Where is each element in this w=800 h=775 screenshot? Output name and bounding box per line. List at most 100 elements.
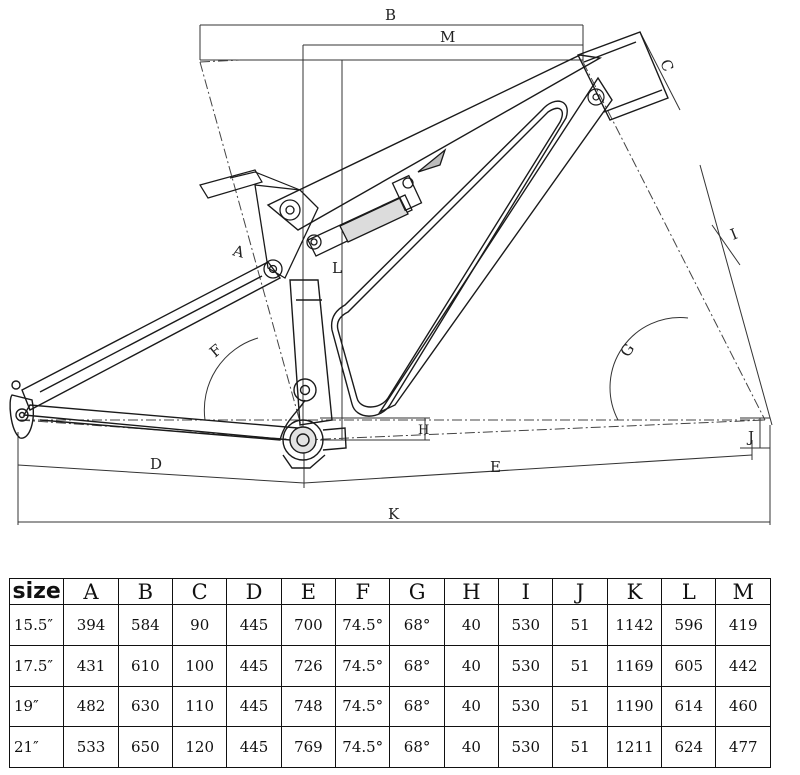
rear-triangle (9, 261, 317, 441)
column-header: A (63, 578, 119, 605)
construction-lines (19, 59, 766, 441)
table-cell: 460 (715, 685, 771, 728)
table-cell: 445 (226, 726, 282, 768)
table-cell: 431 (63, 644, 119, 687)
dimension-label-a: A (230, 241, 246, 261)
table-row: 19″ 482 630 110 445 748 74.5° 68° 40 530… (8, 685, 771, 728)
table-cell: 1169 (606, 644, 663, 687)
table-cell: 610 (117, 644, 174, 687)
table-cell: 530 (498, 604, 554, 646)
table-cell: 442 (715, 644, 771, 687)
table-cell: 120 (172, 726, 228, 768)
table-cell: 584 (117, 604, 174, 646)
table-cell: 530 (498, 644, 554, 687)
table-cell: 477 (715, 726, 771, 768)
column-header: J (552, 578, 608, 605)
table-cell: 614 (661, 685, 717, 728)
table-row: 17.5″ 431 610 100 445 726 74.5° 68° 40 5… (8, 644, 771, 687)
table-cell: 40 (443, 726, 500, 768)
table-cell: 51 (552, 644, 608, 687)
bottom-bracket (282, 419, 347, 469)
column-header: K (606, 578, 663, 605)
table-cell: 15.5″ (8, 604, 65, 646)
table-cell: 748 (280, 685, 337, 728)
table-cell: 21″ (8, 726, 65, 768)
dimension-label-b: B (385, 6, 396, 24)
table-cell: 700 (280, 604, 337, 646)
column-header: I (498, 578, 554, 605)
table-cell: 605 (661, 644, 717, 687)
table-cell: 40 (443, 604, 500, 646)
table-cell: 769 (280, 726, 337, 768)
column-header: L (661, 578, 717, 605)
column-header: E (280, 578, 337, 605)
table-cell: 68° (389, 726, 445, 768)
table-cell: 650 (117, 726, 174, 768)
dimension-label-e: E (490, 458, 501, 476)
column-header: F (335, 578, 391, 605)
table-cell: 51 (552, 604, 608, 646)
dimension-label-f: F (206, 341, 226, 361)
dimension-label-l: L (332, 259, 342, 277)
table-cell: 445 (226, 604, 282, 646)
dimension-label-c: C (656, 57, 677, 74)
geometry-table-header: size A B C D E F G H I J K L M (8, 578, 771, 605)
table-cell: 530 (498, 685, 554, 728)
seat-tube-top (199, 88, 605, 199)
table-cell: 533 (63, 726, 119, 768)
table-cell: 68° (389, 644, 445, 687)
dimension-label-m: M (440, 28, 455, 46)
table-cell: 445 (226, 644, 282, 687)
table-cell: 17.5″ (8, 644, 65, 687)
table-cell: 394 (63, 604, 119, 646)
table-cell: 419 (715, 604, 771, 646)
table-cell: 110 (172, 685, 228, 728)
column-header: M (715, 578, 771, 605)
frame-geometry-drawing: B M C I A L F G H J D E K (9, 6, 773, 525)
dimension-lines (17, 24, 773, 525)
table-cell: 1190 (606, 685, 663, 728)
table-cell: 482 (63, 685, 119, 728)
column-header: G (389, 578, 445, 605)
dimension-label-j: J (746, 428, 754, 446)
rocker-link (254, 184, 319, 279)
column-header: D (226, 578, 282, 605)
table-cell: 530 (498, 726, 554, 768)
table-cell: 51 (552, 685, 608, 728)
table-cell: 90 (172, 604, 228, 646)
rear-shock (306, 148, 447, 257)
dimension-label-h: H (418, 423, 429, 438)
table-cell: 100 (172, 644, 228, 687)
table-cell: 40 (443, 685, 500, 728)
angle-arcs (203, 317, 689, 421)
table-cell: 1142 (606, 604, 663, 646)
column-header: B (117, 578, 174, 605)
dimension-label-g: G (617, 340, 639, 360)
dimension-label-i: I (728, 225, 740, 244)
geometry-table: size A B C D E F G H I J K L M 15.5″ 394… (8, 578, 771, 768)
table-cell: 19″ (8, 685, 65, 728)
table-cell: 624 (661, 726, 717, 768)
table-cell: 74.5° (335, 726, 391, 768)
table-row: 15.5″ 394 584 90 445 700 74.5° 68° 40 53… (8, 604, 771, 646)
dimension-label-k: K (388, 505, 400, 523)
table-cell: 726 (280, 644, 337, 687)
column-header: C (172, 578, 228, 605)
table-cell: 51 (552, 726, 608, 768)
column-header: H (443, 578, 500, 605)
column-header: size (8, 578, 65, 605)
table-cell: 40 (443, 644, 500, 687)
table-cell: 68° (389, 604, 445, 646)
table-cell: 68° (389, 685, 445, 728)
table-cell: 74.5° (335, 644, 391, 687)
table-cell: 630 (117, 685, 174, 728)
table-cell: 596 (661, 604, 717, 646)
table-cell: 1211 (606, 726, 663, 768)
table-cell: 445 (226, 685, 282, 728)
front-triangle (266, 31, 669, 426)
table-cell: 74.5° (335, 604, 391, 646)
dimension-label-group: B M C I A L F G H J D E K (150, 6, 754, 523)
table-cell: 74.5° (335, 685, 391, 728)
dimension-label-d: D (150, 455, 162, 473)
table-row: 21″ 533 650 120 445 769 74.5° 68° 40 530… (8, 726, 771, 768)
